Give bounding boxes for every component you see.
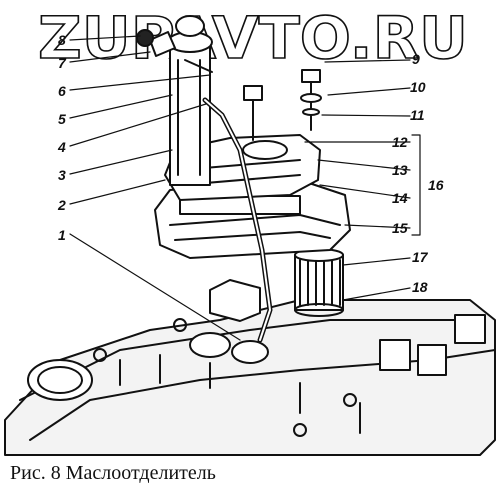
callout-3: 3 xyxy=(58,167,66,183)
callout-labels: 8 7 6 5 4 3 2 1 9 10 11 12 13 14 15 16 1… xyxy=(57,32,444,295)
callout-9: 9 xyxy=(412,51,420,67)
callout-5: 5 xyxy=(58,111,66,127)
callout-12: 12 xyxy=(392,134,408,150)
callout-1: 1 xyxy=(58,227,66,243)
flame-arrester xyxy=(294,248,344,317)
callout-7: 7 xyxy=(58,55,67,71)
engine-block xyxy=(4,279,496,456)
callout-10: 10 xyxy=(410,79,426,95)
callout-15: 15 xyxy=(392,220,408,236)
callout-14: 14 xyxy=(392,190,408,206)
callout-17: 17 xyxy=(412,249,429,265)
hose-clamp xyxy=(136,29,213,73)
callout-18: 18 xyxy=(412,279,428,295)
callout-16: 16 xyxy=(428,177,444,193)
callout-2: 2 xyxy=(57,197,66,213)
leader-lines xyxy=(69,35,421,341)
figure-caption: Рис. 8 Маслоотделитель xyxy=(10,462,216,484)
callout-11: 11 xyxy=(410,107,425,123)
callout-13: 13 xyxy=(392,162,408,178)
bolt-washers xyxy=(243,69,322,141)
drain-tube xyxy=(202,97,273,343)
callout-8: 8 xyxy=(58,32,66,48)
callout-4: 4 xyxy=(57,139,66,155)
callout-6: 6 xyxy=(58,83,66,99)
